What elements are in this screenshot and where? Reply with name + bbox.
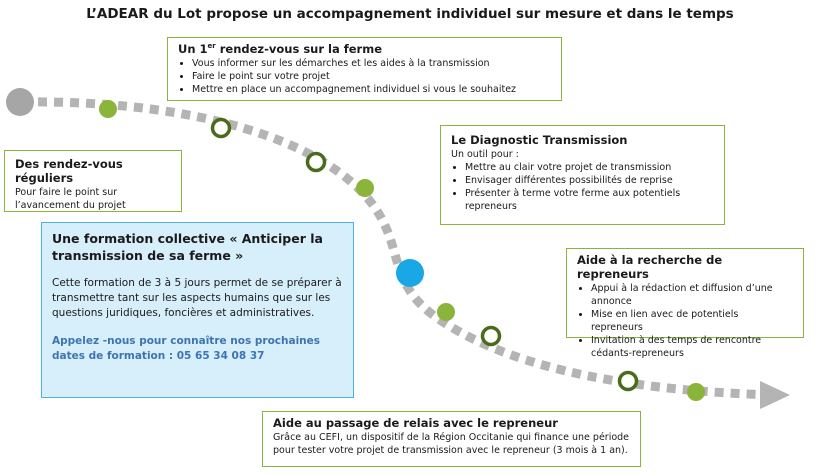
box-diagnostic-subtitle: Un outil pour : — [451, 149, 519, 160]
box-regular-meetings: Des rendez-vous réguliers Pour faire le … — [4, 150, 182, 212]
list-item: Vous informer sur les démarches et les a… — [192, 57, 551, 70]
list-item: Envisager différentes possibilités de re… — [465, 174, 714, 187]
arrow-head-icon — [760, 381, 790, 409]
step-node-ring-icon — [480, 325, 502, 347]
box-formation-contact: Appelez -nous pour connaître nos prochai… — [52, 335, 321, 362]
box-diagnostic-list: Mettre au clair votre projet de transmis… — [451, 161, 714, 213]
box-buyer-search-list: Appui à la rédaction et diffusion d’une … — [577, 282, 793, 360]
page-title: L’ADEAR du Lot propose un accompagnement… — [86, 6, 734, 22]
step-node-solid-icon — [99, 100, 117, 118]
box-diagnostic: Le Diagnostic Transmission Un outil pour… — [440, 125, 725, 225]
highlight-node-icon — [396, 259, 424, 287]
box-handover-title: Aide au passage de relais avec le repren… — [273, 416, 558, 430]
list-item: Présenter à terme votre ferme aux potent… — [465, 187, 714, 213]
step-node-solid-icon — [687, 383, 705, 401]
dashed-timeline — [21, 97, 776, 400]
box-formation-text: Cette formation de 3 à 5 jours permet de… — [52, 277, 342, 319]
start-node-icon — [6, 88, 34, 116]
list-item: Invitation à des temps de rencontre céda… — [591, 334, 793, 360]
step-node-ring-icon — [305, 151, 327, 173]
box-handover-text: Grâce au CEFI, un dispositif de la Régio… — [273, 432, 630, 456]
box-first-meeting-title: Un 1er rendez-vous sur la ferme — [178, 42, 382, 56]
list-item: Mettre au clair votre projet de transmis… — [465, 161, 714, 174]
step-node-ring-icon — [617, 370, 639, 392]
list-item: Mettre en place un accompagnement indivi… — [192, 83, 551, 96]
box-buyer-search: Aide à la recherche de repreneurs Appui … — [566, 248, 804, 359]
box-regular-meetings-text: Pour faire le point sur l’avancement du … — [15, 187, 126, 211]
step-node-solid-icon — [437, 303, 455, 321]
list-item: Appui à la rédaction et diffusion d’une … — [591, 282, 793, 308]
box-formation-title: Une formation collective « Anticiper la … — [52, 231, 323, 263]
list-item: Faire le point sur votre projet — [192, 70, 551, 83]
box-first-meeting-list: Vous informer sur les démarches et les a… — [178, 57, 551, 96]
box-formation: Une formation collective « Anticiper la … — [41, 222, 354, 398]
step-node-solid-icon — [356, 179, 374, 197]
box-regular-meetings-title: Des rendez-vous réguliers — [15, 157, 123, 185]
box-handover: Aide au passage de relais avec le repren… — [262, 411, 641, 467]
list-item: Mise en lien avec de potentiels repreneu… — [591, 308, 793, 334]
box-buyer-search-title: Aide à la recherche de repreneurs — [577, 253, 723, 281]
box-first-meeting: Un 1er rendez-vous sur la ferme Vous inf… — [167, 37, 562, 101]
box-diagnostic-title: Le Diagnostic Transmission — [451, 133, 628, 147]
step-node-ring-icon — [210, 117, 232, 139]
